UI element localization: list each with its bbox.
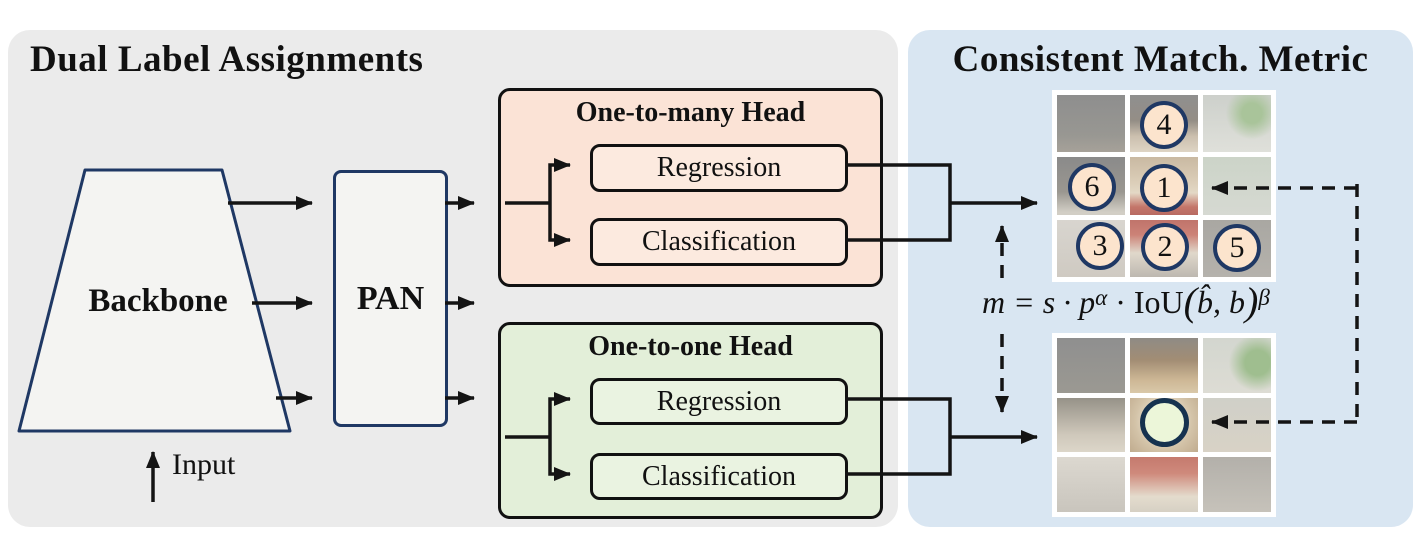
one-to-one-assignment-grid bbox=[1052, 333, 1276, 517]
anchor-circle-4: 4 bbox=[1140, 101, 1188, 149]
photo-tile bbox=[1057, 338, 1125, 393]
photo-tile bbox=[1203, 338, 1271, 393]
photo-tile bbox=[1203, 157, 1271, 215]
prediction-circle bbox=[1140, 398, 1189, 447]
input-label: Input bbox=[172, 448, 236, 481]
anchor-circle-5: 5 bbox=[1213, 224, 1261, 272]
o2m-classification-box: Classification bbox=[590, 218, 848, 266]
photo-tile bbox=[1057, 457, 1125, 512]
one-to-many-head-title: One-to-many Head bbox=[575, 97, 806, 128]
anchor-circle-3: 3 bbox=[1076, 222, 1124, 270]
photo-tile bbox=[1203, 397, 1271, 453]
photo-tile bbox=[1057, 397, 1125, 453]
formula-close-paren: ) bbox=[1244, 279, 1259, 324]
panel-title-consistent-match-metric: Consistent Match. Metric bbox=[952, 39, 1369, 80]
photo-tile bbox=[1130, 457, 1198, 512]
one-to-one-head-title: One-to-one Head bbox=[588, 331, 793, 362]
formula-iou: · IoU bbox=[1107, 283, 1184, 320]
formula-open-paren: ( bbox=[1183, 279, 1197, 324]
pan-box: PAN bbox=[333, 170, 448, 427]
o2o-regression-box: Regression bbox=[590, 378, 848, 425]
o2o-classification-box: Classification bbox=[590, 453, 848, 500]
photo-tile bbox=[1203, 95, 1271, 153]
formula-args: b̂, b bbox=[1196, 283, 1245, 320]
one-to-many-assignment-grid: 4 6 1 3 2 5 bbox=[1052, 90, 1276, 282]
anchor-circle-1: 1 bbox=[1140, 164, 1188, 212]
photo-tile bbox=[1203, 457, 1271, 512]
anchor-circle-6: 6 bbox=[1068, 163, 1116, 211]
o2m-regression-box: Regression bbox=[590, 144, 848, 192]
photo-tile bbox=[1130, 338, 1198, 393]
backbone-label: Backbone bbox=[88, 283, 228, 319]
anchor-circle-2: 2 bbox=[1141, 223, 1189, 271]
panel-title-dual-label-assignments: Dual Label Assignments bbox=[30, 39, 424, 80]
formula-lhs: m = s · p bbox=[982, 283, 1096, 320]
photo-tile bbox=[1057, 95, 1125, 153]
